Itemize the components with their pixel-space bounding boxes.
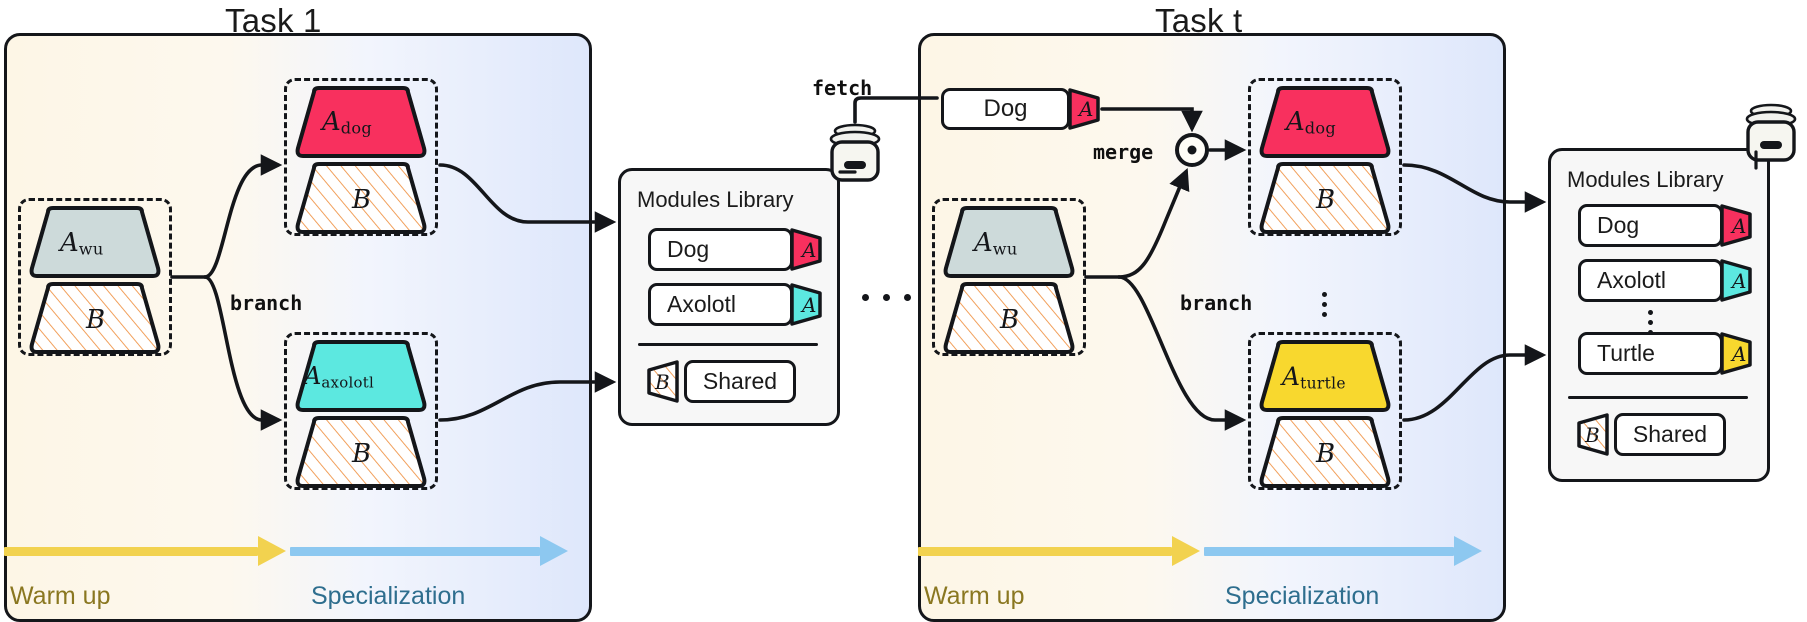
task1-warmup-arrow-line <box>4 547 258 556</box>
task1-branch-label: branch <box>230 291 303 315</box>
taskt-specialization-arrow-head <box>1454 536 1482 566</box>
library-right-item-dog-tag: A <box>1720 204 1754 247</box>
task1-specialization-arrow-line <box>290 547 540 556</box>
library-left-shared-tag: B <box>645 360 679 403</box>
taskt-branch-label: branch <box>1180 291 1253 315</box>
svg-text:B: B <box>654 370 670 394</box>
taskt-turtle-b-trapezoid <box>1258 416 1392 488</box>
library-right-item-dog[interactable]: Dog <box>1578 204 1723 247</box>
library-right-shared-label: Shared <box>1632 421 1708 447</box>
library-left-shared-label: Shared <box>702 368 778 394</box>
task1-axolotl-b-trapezoid <box>294 416 428 488</box>
library-left-item-axolotl[interactable]: Axolotl <box>648 283 793 326</box>
svg-text:A: A <box>1730 269 1746 293</box>
task1-awu-trapezoid <box>28 206 162 278</box>
task1-specialization-arrow-head <box>540 536 568 566</box>
svg-text:A: A <box>1077 97 1093 121</box>
library-left-item-axolotl-label: Axolotl <box>667 291 737 317</box>
taskt-turtle-module-box <box>1248 332 1402 490</box>
fetch-label: fetch <box>812 76 873 100</box>
library-right-item-dog-label: Dog <box>1597 212 1640 238</box>
task1-b-trapezoid <box>28 282 162 354</box>
library-right-item-axolotl-tag: A <box>1720 259 1754 302</box>
library-right-item-turtle[interactable]: Turtle <box>1578 332 1723 375</box>
taskt-specialization-arrow-line <box>1204 547 1454 556</box>
taskt-aturtle-trapezoid <box>1258 340 1392 412</box>
taskt-b-trapezoid <box>942 282 1076 354</box>
library-right-divider <box>1568 396 1748 399</box>
taskt-dog-module-box <box>1248 78 1402 236</box>
fetched-module-label: Dog <box>983 95 1028 122</box>
library-left-shared-chip[interactable]: Shared <box>684 360 796 403</box>
taskt-adog-trapezoid <box>1258 86 1392 158</box>
taskt-warmup-arrow-head <box>1172 536 1200 566</box>
library-right-shared-tag: B <box>1575 413 1609 456</box>
taskt-dog-b-trapezoid <box>1258 162 1392 234</box>
taskt-warmup-arrow-line <box>918 547 1172 556</box>
library-right-item-turtle-label: Turtle <box>1597 340 1655 366</box>
merge-node <box>1175 133 1209 167</box>
library-right-shared-chip[interactable]: Shared <box>1614 413 1726 456</box>
library-right-item-axolotl[interactable]: Axolotl <box>1578 259 1723 302</box>
taskt-warmup-label: Warm up <box>924 582 1025 610</box>
taskt-module-ellipsis <box>1322 292 1327 317</box>
merge-label: merge <box>1093 140 1154 164</box>
taskt-awu-trapezoid <box>942 206 1076 278</box>
database-icon-left <box>827 120 883 184</box>
fetched-module-chip[interactable]: Dog <box>941 88 1070 130</box>
tasks-ellipsis <box>862 294 911 301</box>
svg-text:B: B <box>1584 423 1600 447</box>
task1-aaxolotl-trapezoid <box>294 340 428 412</box>
library-left-item-dog-label: Dog <box>667 236 710 262</box>
library-right-item-turtle-tag: A <box>1720 332 1754 375</box>
task1-title: Task 1 <box>225 2 322 39</box>
taskt-specialization-label: Specialization <box>1225 582 1380 610</box>
task1-specialization-label: Specialization <box>311 582 466 610</box>
fetched-module-tag: A <box>1068 88 1102 130</box>
library-left-item-axolotl-tag: A <box>790 283 824 326</box>
library-left-title: Modules Library <box>637 187 794 212</box>
svg-text:A: A <box>1730 342 1746 366</box>
svg-text:A: A <box>800 293 816 317</box>
task1-dog-b-trapezoid <box>294 162 428 234</box>
library-left-divider <box>638 343 818 346</box>
library-left-item-dog-tag: A <box>790 228 824 271</box>
library-left-item-dog[interactable]: Dog <box>648 228 793 271</box>
task1-dog-module-box <box>284 78 438 236</box>
task1-warmup-label: Warm up <box>10 582 111 610</box>
library-right-item-axolotl-label: Axolotl <box>1597 267 1667 293</box>
task1-axolotl-module-box <box>284 332 438 490</box>
library-right-title: Modules Library <box>1567 167 1724 192</box>
task1-adog-trapezoid <box>294 86 428 158</box>
database-icon-right <box>1743 100 1799 164</box>
task1-warmup-arrow-head <box>258 536 286 566</box>
taskt-title: Task t <box>1155 2 1243 39</box>
svg-text:A: A <box>1730 214 1746 238</box>
svg-text:A: A <box>800 238 816 262</box>
